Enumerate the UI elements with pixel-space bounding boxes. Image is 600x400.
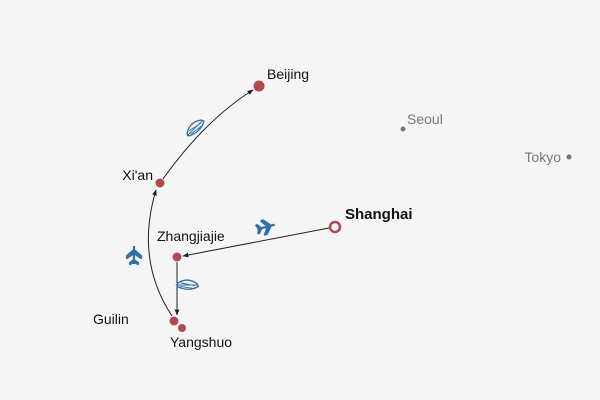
- city-label-shanghai: Shanghai: [345, 206, 413, 223]
- city-marker-shanghai[interactable]: [328, 220, 342, 234]
- plane-icon: [254, 216, 278, 238]
- city-label-beijing: Beijing: [267, 66, 309, 82]
- route-guilin-xian: [147, 189, 173, 317]
- city-marker-tokyo[interactable]: [566, 154, 572, 160]
- city-label-seoul: Seoul: [407, 111, 443, 127]
- city-label-guilin: Guilin: [93, 311, 129, 327]
- city-label-yangshuo: Yangshuo: [170, 334, 232, 350]
- route-xian-beijing: [162, 89, 254, 180]
- city-marker-zhangjiajie[interactable]: [172, 252, 182, 262]
- plane-icon: [125, 244, 143, 266]
- city-marker-xian[interactable]: [155, 178, 165, 188]
- city-marker-guilin[interactable]: [169, 316, 179, 326]
- city-marker-beijing[interactable]: [253, 80, 265, 92]
- city-label-tokyo: Tokyo: [524, 149, 561, 165]
- train-icon: [175, 273, 200, 298]
- city-marker-yangshuo[interactable]: [178, 324, 186, 332]
- city-label-zhangjiajie: Zhangjiajie: [157, 228, 225, 244]
- train-icon: [186, 119, 205, 137]
- city-marker-seoul[interactable]: [400, 126, 406, 132]
- route-shanghai-zhangjiajie: [182, 227, 330, 258]
- city-label-xian: Xi'an: [122, 167, 153, 183]
